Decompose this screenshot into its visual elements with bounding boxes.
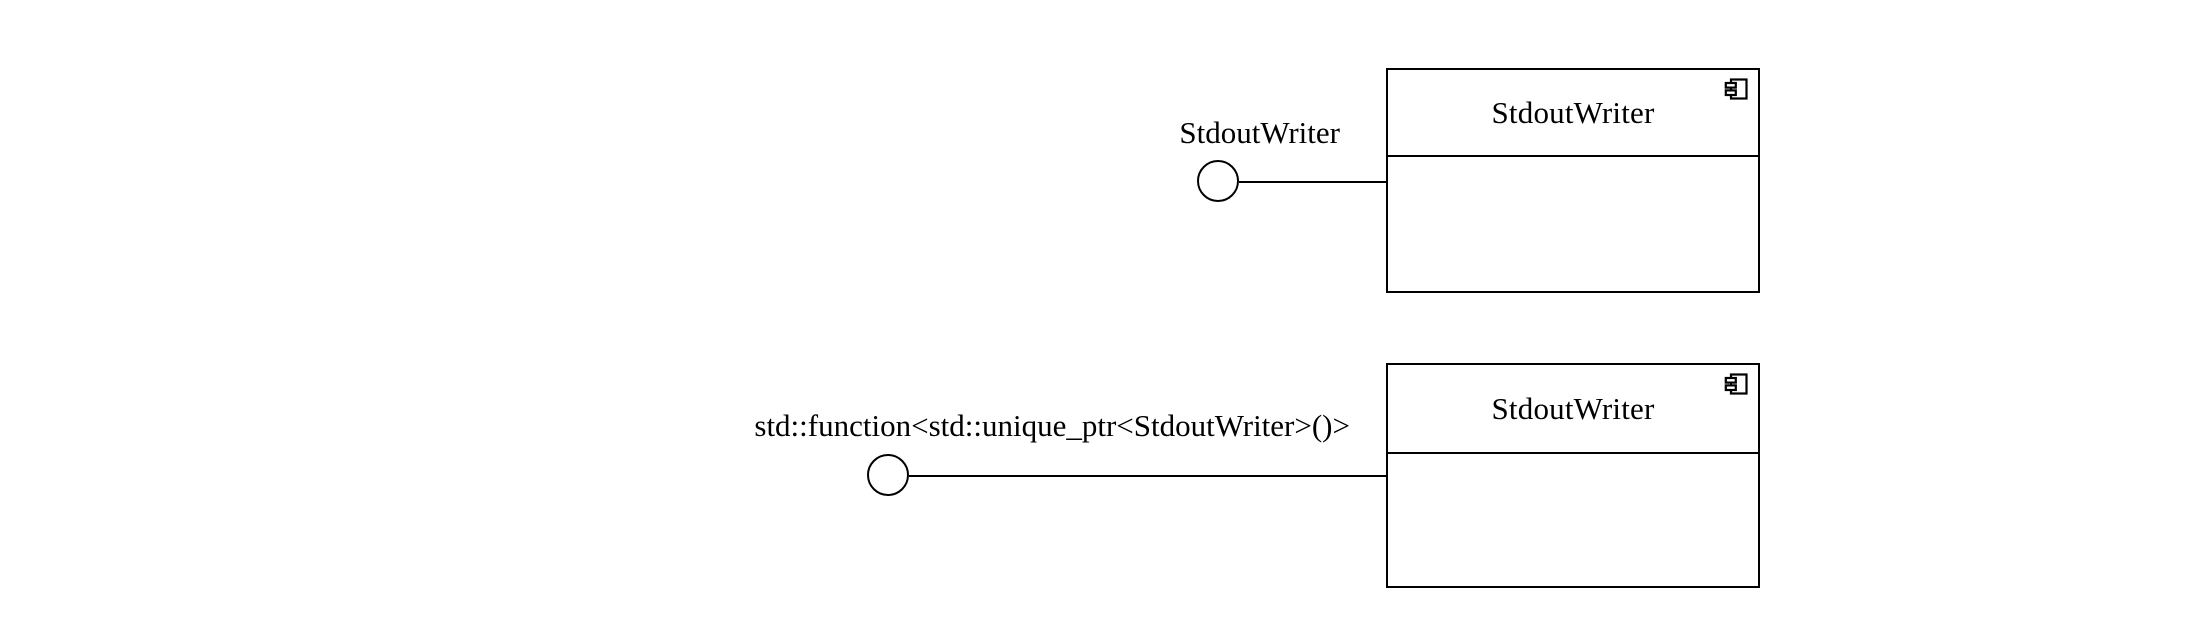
interface-label-2: std::function<std::unique_ptr<StdoutWrit… <box>754 408 1350 443</box>
component-box-2[interactable]: StdoutWriter <box>1386 363 1760 588</box>
component-header-1: StdoutWriter <box>1388 70 1758 157</box>
component-header-2: StdoutWriter <box>1388 365 1758 454</box>
component-box-1[interactable]: StdoutWriter <box>1386 68 1760 293</box>
component-body-1 <box>1388 157 1758 291</box>
uml-component-icon-1 <box>1724 76 1750 102</box>
component-body-2 <box>1388 454 1758 586</box>
lollipop-circle-2[interactable] <box>867 454 909 496</box>
component-title-1: StdoutWriter <box>1491 95 1655 130</box>
component-title-2: StdoutWriter <box>1491 391 1655 426</box>
uml-component-icon-2 <box>1724 371 1750 397</box>
lollipop-circle-1[interactable] <box>1197 160 1239 202</box>
lollipop-line-2 <box>909 475 1387 477</box>
interface-label-1: StdoutWriter <box>1179 115 1340 150</box>
lollipop-line-1 <box>1239 181 1387 183</box>
